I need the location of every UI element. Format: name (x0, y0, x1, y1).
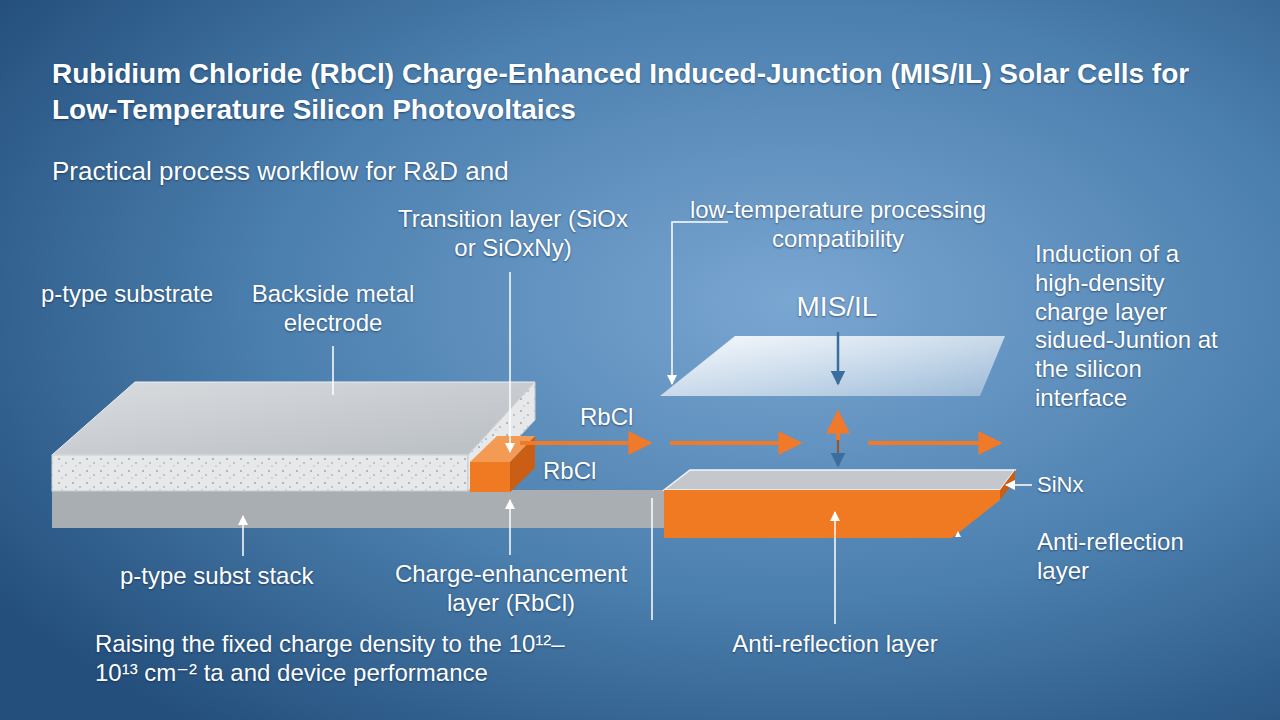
note-label: Induction of a high-density charge layer… (1035, 240, 1225, 413)
layer-label: Backside metal electrode (223, 280, 443, 338)
note-label: Raising the fixed charge density to the … (95, 630, 605, 688)
note-label: low-temperature processing compatibility (673, 196, 1003, 254)
layer-label: Anti-reflection layer (725, 630, 945, 659)
layer-label: Charge-enhancement layer (RbCl) (366, 560, 656, 618)
rbcl-block-top (470, 436, 535, 462)
marker-triangle (955, 531, 961, 537)
structure-label: MIS/IL (747, 290, 927, 324)
slab-top (52, 382, 535, 455)
layer-label: p-type subst stack (120, 562, 390, 591)
material-label: RbCl (543, 457, 623, 486)
rbcl-layer (664, 490, 1000, 538)
diagram-title: Rubidium Chloride (RbCl) Charge-Enhanced… (52, 56, 1262, 129)
substrate-bar (52, 490, 664, 528)
subtitle: Practical process workflow for R&D and (52, 156, 812, 187)
material-label: SiNx (1037, 472, 1117, 498)
layer-label: Anti-reflection layer (1037, 528, 1227, 586)
slab-side (468, 382, 535, 491)
rbcl-block (470, 462, 510, 492)
material-label: RbCl (580, 403, 660, 432)
induced-plane (660, 336, 1005, 396)
layer-label: Transition layer (SiOx or SiOxNy) (398, 205, 628, 263)
layer-label: p-type substrate (37, 280, 217, 309)
sinx-top (664, 470, 1015, 490)
slab-front (52, 455, 468, 491)
